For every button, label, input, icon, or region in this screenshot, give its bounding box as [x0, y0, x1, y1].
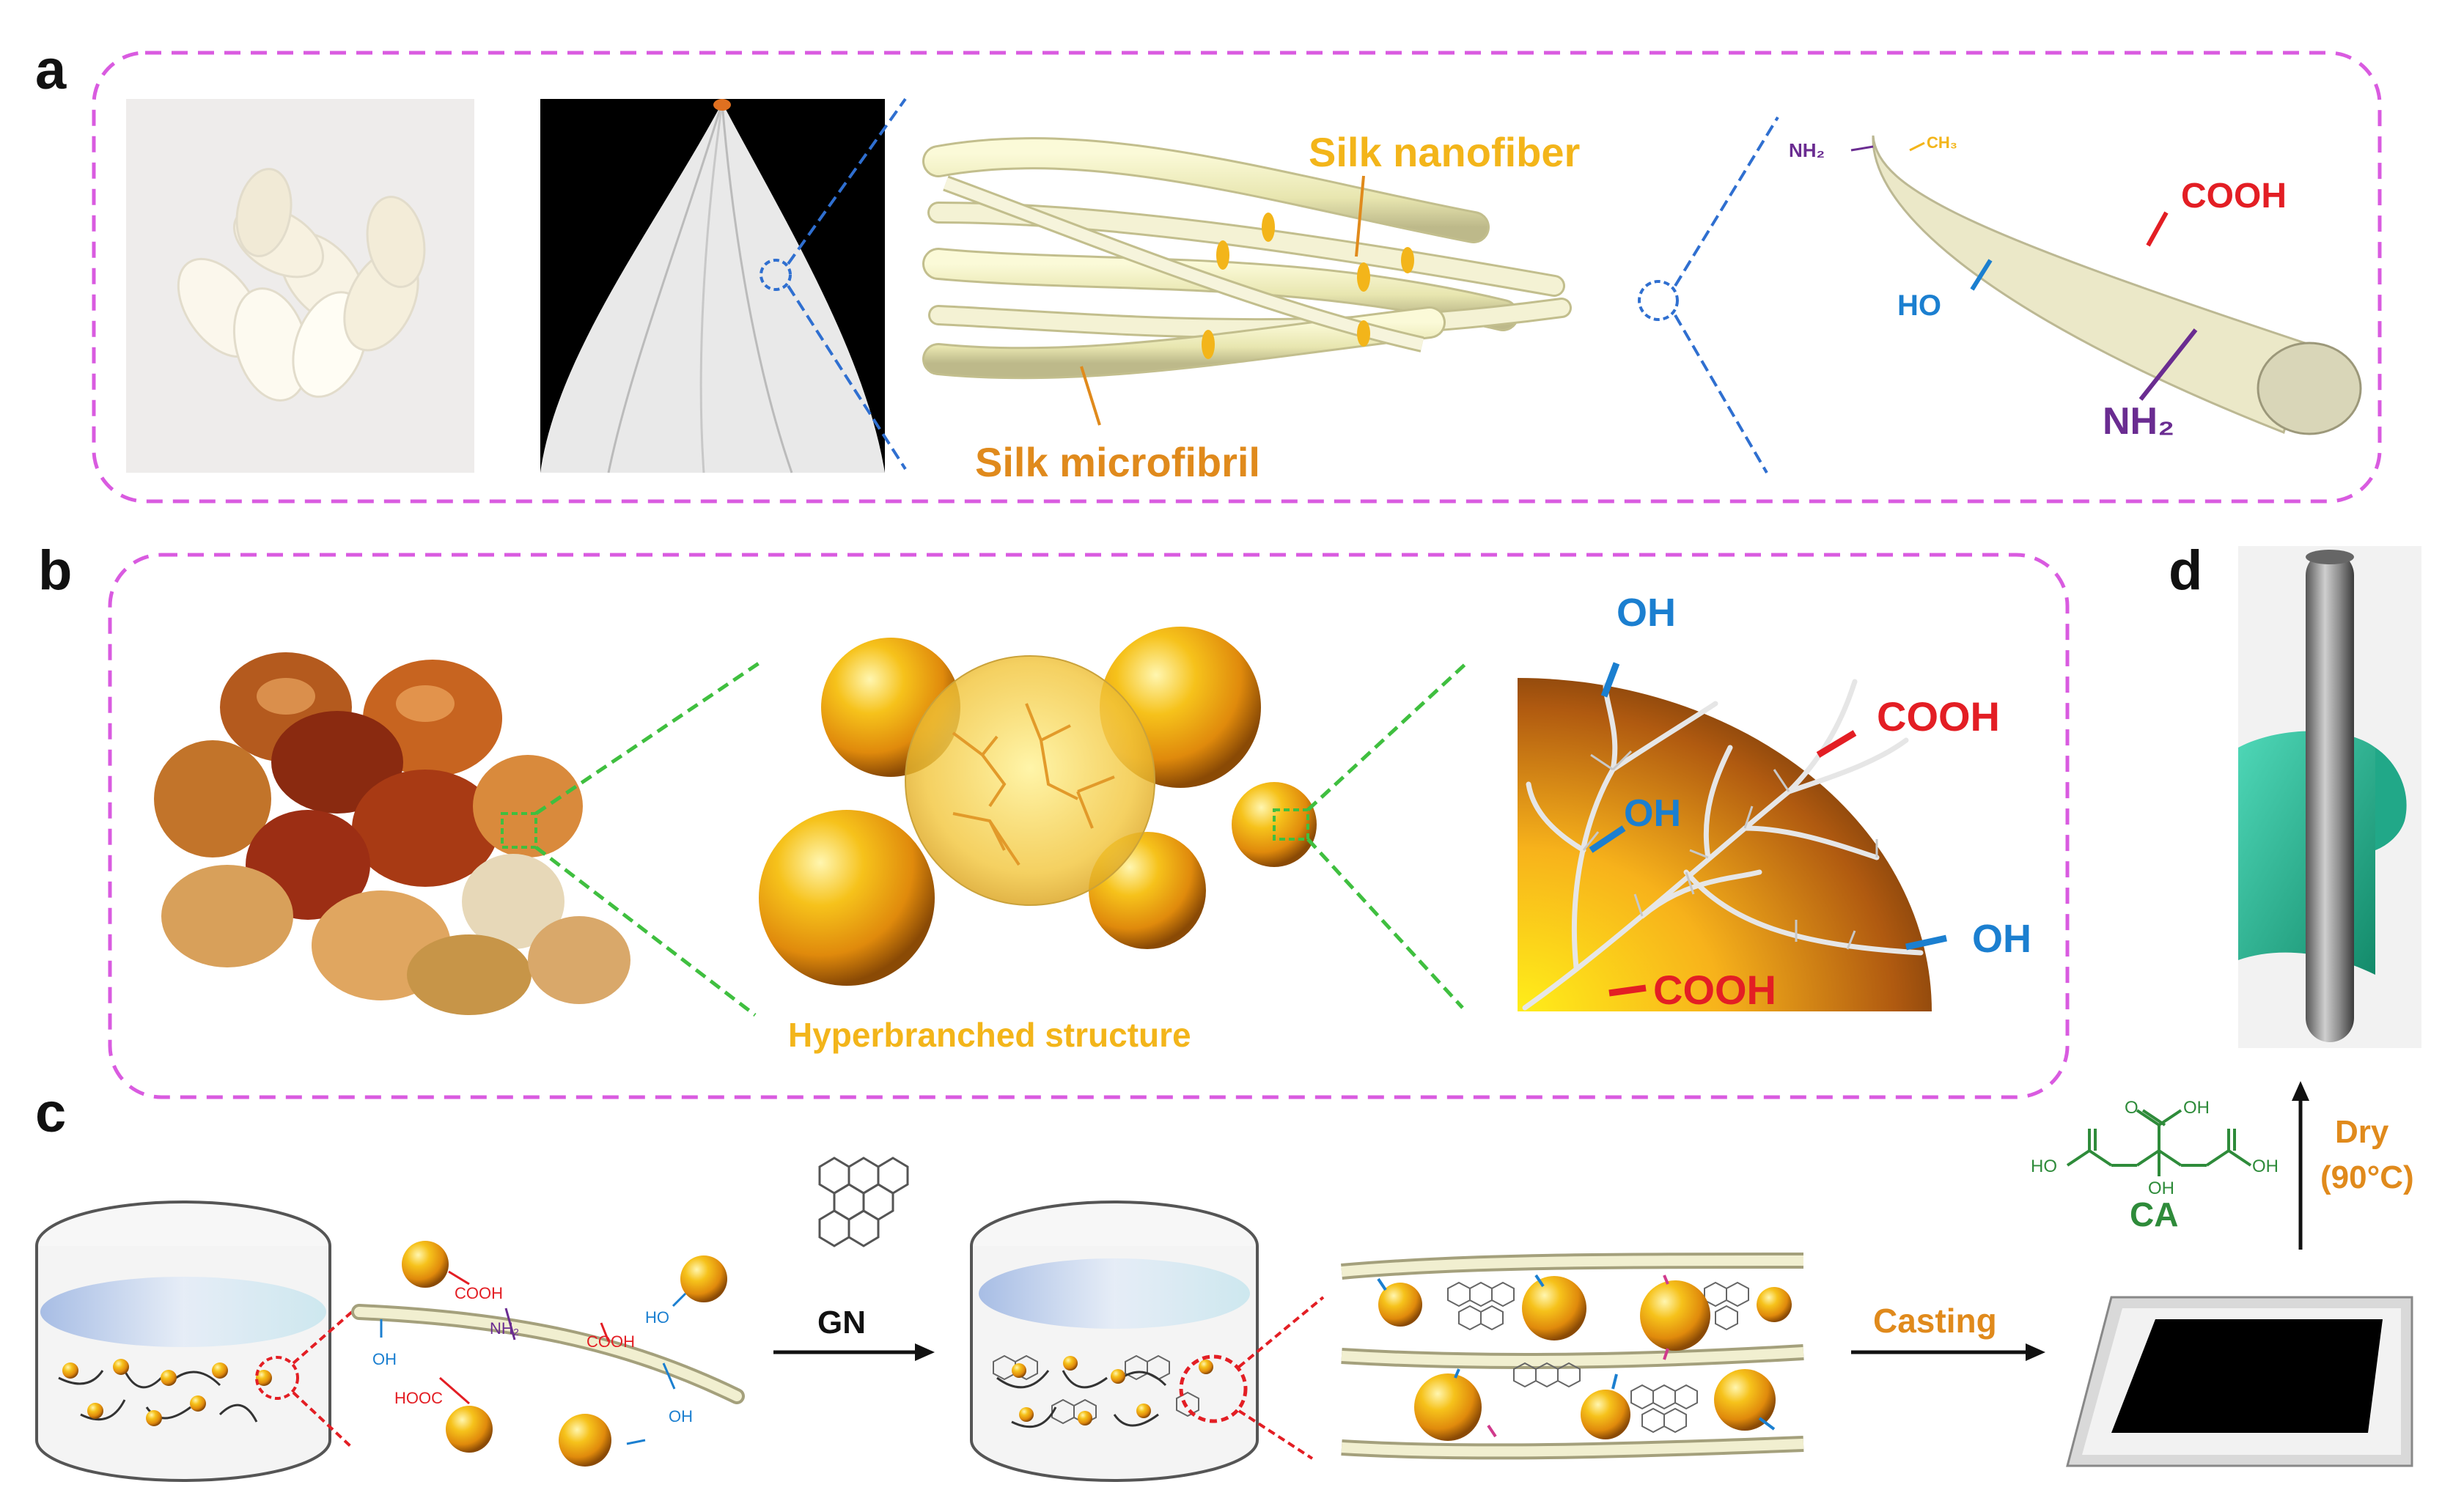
silk-microfibril-label: Silk microfibril	[975, 439, 1260, 485]
panel-label-c: c	[35, 1082, 67, 1144]
ch3-small-label: CH₃	[1927, 133, 1957, 152]
nh2-small-label: NH₂	[1789, 139, 1825, 161]
oh-right-label: OH	[1972, 917, 2031, 961]
ho-label-a: HO	[1897, 289, 1941, 322]
cooh-c2-label: COOH	[586, 1332, 635, 1351]
citric-acid-structure	[2066, 1109, 2252, 1176]
beaker-icon-2	[970, 1201, 1259, 1482]
hooc-c-label: HOOC	[394, 1389, 443, 1407]
cooh-right-label: COOH	[1877, 693, 2000, 740]
hyperbranched-label: Hyperbranched structure	[788, 1016, 1191, 1054]
oh-mid-label: OH	[1624, 792, 1681, 835]
gn-label: GN	[817, 1305, 866, 1340]
silk-fiber-photo	[540, 99, 885, 473]
dry-label: Dry	[2335, 1114, 2389, 1150]
panel-label-a: a	[35, 39, 67, 101]
panel-label-d: d	[2169, 539, 2203, 602]
oh-c1-label: OH	[372, 1350, 397, 1368]
oh-c2-label: OH	[669, 1407, 693, 1426]
film-tube-photo	[2238, 546, 2421, 1048]
ca-o-top: O	[2125, 1098, 2138, 1118]
ca-oh-center: OH	[2148, 1179, 2174, 1198]
dry-temp-label: (90°C)	[2320, 1159, 2414, 1195]
ca-ho-left: HO	[2031, 1157, 2057, 1176]
casting-label: Casting	[1873, 1302, 1997, 1340]
cooh-c1-label: COOH	[455, 1284, 503, 1302]
hyperbranched-quarter	[1518, 662, 1947, 1011]
composite-structure	[1341, 1253, 1804, 1460]
ca-oh-top: OH	[2183, 1098, 2210, 1118]
beaker-icon	[35, 1201, 331, 1482]
panel-label-b: b	[38, 539, 73, 602]
single-silk-fiber	[1850, 135, 2362, 435]
cooh-bottom-label: COOH	[1653, 967, 1776, 1013]
gum-arabic-photo	[154, 652, 630, 1015]
ca-oh-right: OH	[2252, 1157, 2279, 1176]
silk-fiber-spheres	[351, 1241, 745, 1467]
nh2-label-a: NH₂	[2103, 400, 2175, 443]
film-frame-icon	[2066, 1296, 2413, 1467]
oh-top-label: OH	[1617, 591, 1676, 635]
silk-nanofiber-label: Silk nanofiber	[1309, 129, 1581, 175]
silk-fibril-bundle	[922, 137, 1572, 426]
ho-c-label: HO	[645, 1308, 669, 1327]
ca-label: CA	[2130, 1195, 2179, 1233]
nh2-c-label: NH₂	[490, 1319, 520, 1338]
cooh-label-a: COOH	[2181, 177, 2287, 215]
graphene-icon	[818, 1157, 909, 1247]
hyperbranched-spheres	[759, 627, 1317, 986]
silk-cocoon-photo	[126, 99, 474, 473]
